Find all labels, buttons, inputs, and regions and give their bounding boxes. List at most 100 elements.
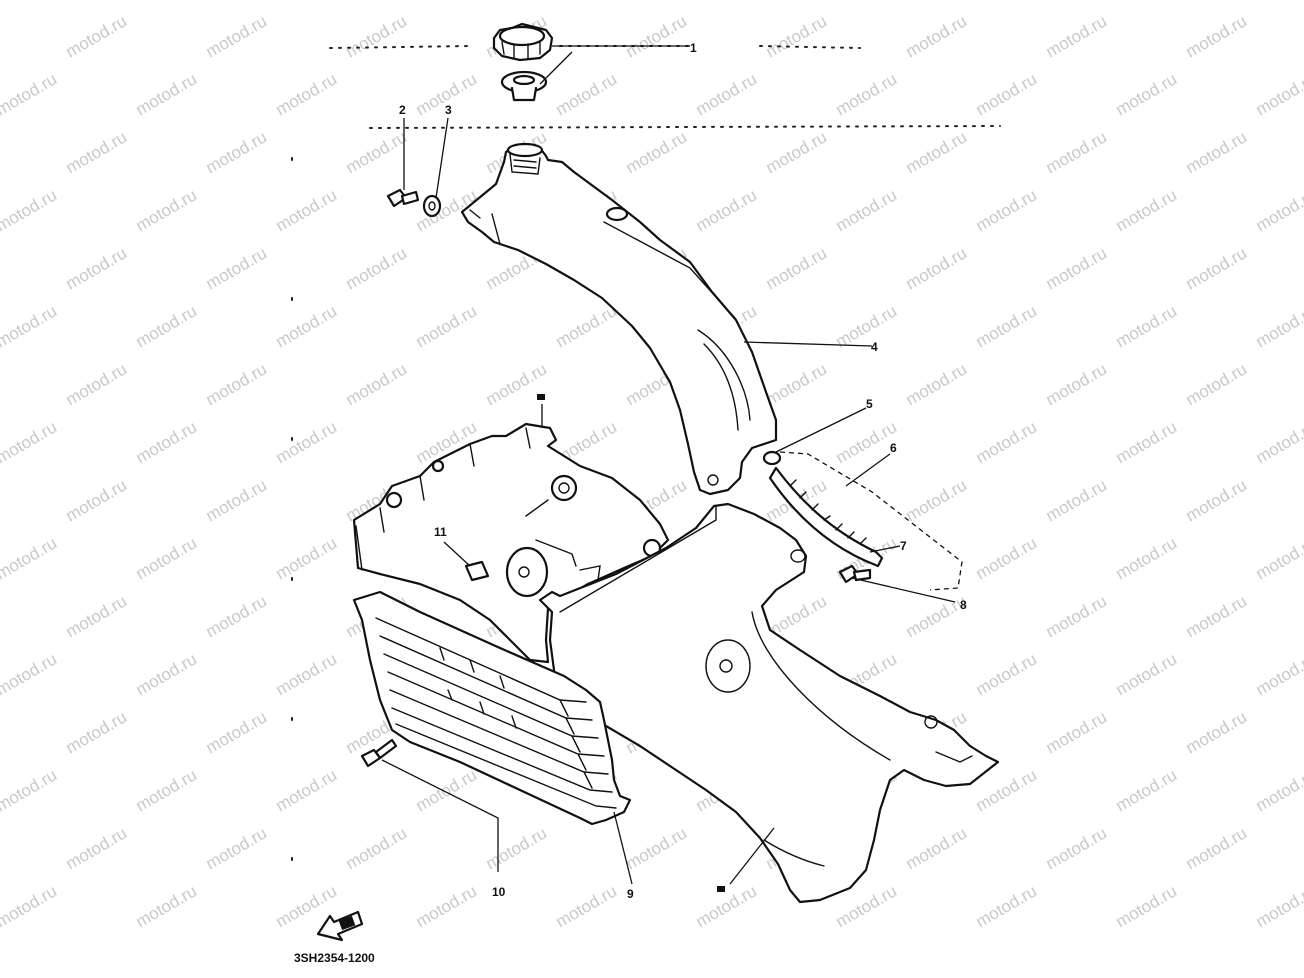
watermark-text: motod.ru (693, 881, 761, 931)
bolt (386, 188, 420, 208)
watermark-text: motod.ru (1113, 417, 1181, 467)
watermark-text: motod.ru (133, 881, 201, 931)
watermark-text: motod.ru (273, 533, 341, 583)
watermark-text: motod.ru (1183, 11, 1251, 61)
watermark-text: motod.ru (833, 0, 901, 3)
watermark-text: motod.ru (763, 243, 831, 293)
leader-lines (381, 45, 956, 885)
watermark-text: motod.ru (63, 823, 131, 873)
watermark-text: motod.ru (903, 243, 971, 293)
watermark-text: motod.ru (343, 11, 411, 61)
fuel-cap (492, 22, 554, 62)
watermark-text: motod.ru (1043, 243, 1111, 293)
watermark-text: motod.ru (413, 0, 481, 3)
watermark-text: motod.ru (203, 11, 271, 61)
watermark-text: motod.ru (1183, 243, 1251, 293)
watermark-text: motod.ru (1113, 649, 1181, 699)
watermark-text: motod.ru (763, 11, 831, 61)
fuel-tank (460, 142, 778, 496)
watermark-text: motod.ru (1253, 185, 1304, 235)
callout-3: 3 (445, 103, 452, 117)
watermark-text: motod.ru (693, 69, 761, 119)
callout-8: 8 (960, 598, 967, 612)
watermark-text: motod.ru (973, 417, 1041, 467)
watermark-text: motod.ru (63, 359, 131, 409)
watermark-text: motod.ru (623, 11, 691, 61)
watermark-text: motod.ru (1113, 301, 1181, 351)
watermark-text: motod.ru (763, 359, 831, 409)
watermark-text: motod.ru (0, 765, 60, 815)
watermark-text: motod.ru (1253, 649, 1304, 699)
callout-5: 5 (866, 397, 873, 411)
watermark-text: motod.ru (763, 127, 831, 177)
watermark-text: motod.ru (693, 0, 761, 3)
watermark-text: motod.ru (1113, 533, 1181, 583)
watermark-text: motod.ru (1043, 359, 1111, 409)
watermark-text: motod.ru (133, 417, 201, 467)
watermark-text: motod.ru (0, 881, 60, 931)
cap-seal (500, 70, 548, 102)
hose-clamp (762, 450, 782, 466)
hose-bracket-outline (779, 451, 963, 591)
watermark-text: motod.ru (973, 69, 1041, 119)
callout-7: 7 (900, 539, 907, 553)
watermark-text: motod.ru (63, 11, 131, 61)
watermark-text: motod.ru (273, 69, 341, 119)
watermark-text: motod.ru (1113, 69, 1181, 119)
watermark-text: motod.ru (553, 301, 621, 351)
watermark-text: motod.ru (1113, 0, 1181, 3)
watermark-text: motod.ru (1113, 185, 1181, 235)
watermark-text: motod.ru (203, 359, 271, 409)
watermark-text: motod.ru (0, 649, 60, 699)
watermark-text: motod.ru (1183, 127, 1251, 177)
watermark-text: motod.ru (273, 649, 341, 699)
watermark-text: motod.ru (273, 185, 341, 235)
watermark-text: motod.ru (973, 649, 1041, 699)
watermark-text: motod.ru (133, 649, 201, 699)
watermark-text: motod.ru (833, 69, 901, 119)
watermark-text: motod.ru (343, 359, 411, 409)
watermark-text: motod.ru (553, 0, 621, 3)
watermark-text: motod.ru (1113, 881, 1181, 931)
watermark-text: motod.ru (1183, 823, 1251, 873)
watermark-text: motod.ru (483, 823, 551, 873)
watermark-text: motod.ru (623, 823, 691, 873)
watermark-text: motod.ru (273, 765, 341, 815)
watermark-text: motod.ru (903, 11, 971, 61)
watermark-text: motod.ru (0, 301, 60, 351)
watermark-text: motod.ru (1043, 707, 1111, 757)
callout-6: 6 (890, 441, 897, 455)
watermark-text: motod.ru (903, 823, 971, 873)
watermark-text: motod.ru (833, 301, 901, 351)
marker-square (537, 394, 545, 400)
watermark-text: motod.ru (1253, 533, 1304, 583)
watermark-text: motod.ru (0, 185, 60, 235)
watermark-text: motod.ru (0, 0, 60, 3)
callout-9: 9 (627, 887, 634, 901)
front-direction-arrow-icon (316, 910, 364, 942)
diagram-code: 3SH2354-1200 (294, 951, 375, 965)
mount-bolt (838, 564, 872, 584)
louvered-grille (352, 590, 632, 826)
watermark-text: motod.ru (1253, 0, 1304, 3)
watermark-text: motod.ru (1043, 591, 1111, 641)
watermark-text: motod.ru (203, 707, 271, 757)
watermark-text: motod.ru (1253, 301, 1304, 351)
watermark-text: motod.ru (0, 69, 60, 119)
watermark-text: motod.ru (1043, 127, 1111, 177)
callout-11: 11 (434, 525, 447, 539)
small-clip (464, 560, 490, 582)
watermark-text: motod.ru (0, 533, 60, 583)
watermark-text: motod.ru (903, 127, 971, 177)
watermark-text: motod.ru (133, 185, 201, 235)
watermark-text: motod.ru (63, 127, 131, 177)
washer (422, 194, 442, 218)
watermark-text: motod.ru (63, 591, 131, 641)
watermark-text: motod.ru (203, 591, 271, 641)
watermark-text: motod.ru (973, 185, 1041, 235)
watermark-text: motod.ru (973, 0, 1041, 3)
watermark-text: motod.ru (203, 243, 271, 293)
watermark-text: motod.ru (273, 0, 341, 3)
side-cover (538, 502, 1000, 904)
